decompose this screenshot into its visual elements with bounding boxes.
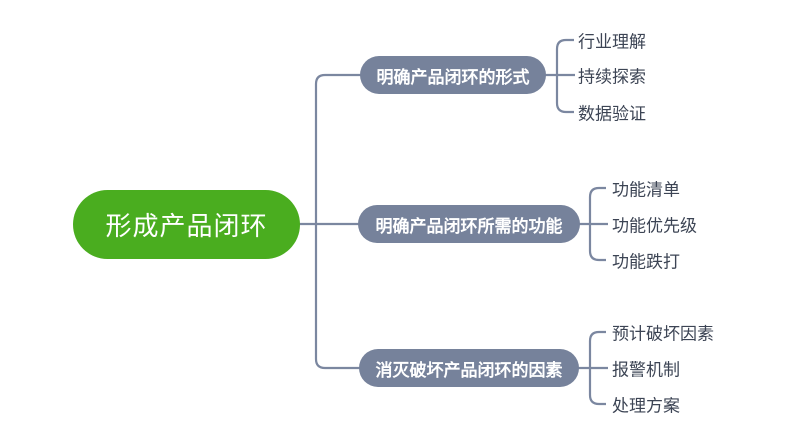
leaf-label-1-1[interactable]: 行业理解 <box>578 32 646 52</box>
connector-branch-1-bottom <box>555 75 574 114</box>
branch-node-1[interactable]: 明确产品闭环的形式 <box>360 56 546 94</box>
branch-node-2[interactable]: 明确产品闭环所需的功能 <box>358 205 580 243</box>
connector-branch-2-bottom <box>588 224 606 262</box>
branch-node-3[interactable]: 消灭破坏产品闭环的因素 <box>359 349 579 387</box>
connector-branch-2-top <box>588 186 606 224</box>
leaf-label-2-2[interactable]: 功能优先级 <box>612 216 697 236</box>
leaf-label-2-1[interactable]: 功能清单 <box>612 180 680 200</box>
connector-branch-3-top <box>588 330 606 368</box>
connector-trunk-to-branch-3 <box>314 224 361 370</box>
connector-branch-3-bottom <box>588 368 606 406</box>
connector-branch-1-top <box>555 38 574 75</box>
root-node[interactable]: 形成产品闭环 <box>73 190 300 259</box>
leaf-label-2-3[interactable]: 功能跌打 <box>612 252 680 272</box>
leaf-label-1-2[interactable]: 持续探索 <box>578 67 646 87</box>
leaf-label-3-3[interactable]: 处理方案 <box>612 396 680 416</box>
leaf-label-3-2[interactable]: 报警机制 <box>612 360 680 380</box>
leaf-label-1-3[interactable]: 数据验证 <box>578 104 646 124</box>
connector-trunk-to-branch-1 <box>314 73 362 224</box>
leaf-label-3-1[interactable]: 预计破坏因素 <box>612 324 714 344</box>
